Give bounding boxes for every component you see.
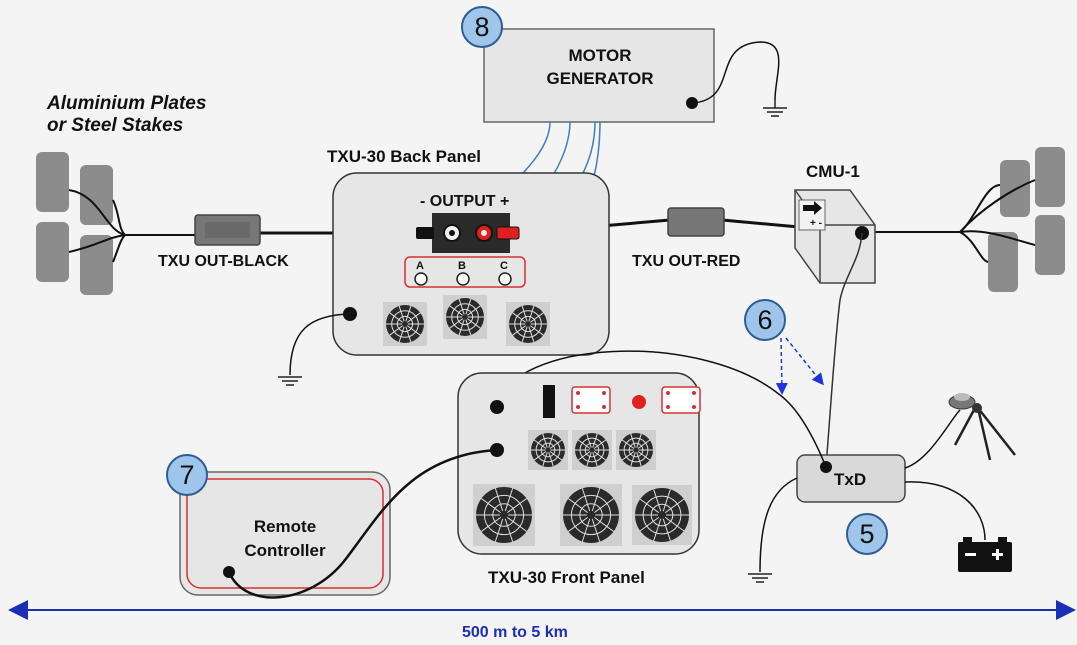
battery-icon: [958, 537, 1012, 572]
front-panel-display-right: [661, 386, 701, 414]
phase-input-frame: [404, 256, 526, 288]
motor-generator-box: [483, 28, 715, 123]
phase-c-socket: [498, 272, 512, 286]
txd-battery-wire: [904, 481, 986, 541]
phase-c-label: C: [500, 260, 508, 272]
badge-7: 7: [166, 454, 208, 496]
left-electrode-plates: [36, 152, 113, 295]
back-panel-ground-wire: [289, 313, 351, 376]
txu-out-black-connector: [194, 214, 261, 246]
front-panel-indicator-led: [632, 395, 646, 409]
phase-a-socket: [414, 272, 428, 286]
txu-out-black-label: TXU OUT-BLACK: [158, 253, 289, 270]
fan-icon: [560, 484, 622, 546]
gps-antenna-icon: [948, 393, 1016, 461]
front-panel-display-left: [571, 386, 611, 414]
fan-icon: [528, 430, 568, 470]
black-plug: [416, 227, 434, 239]
phase-a-label: A: [416, 260, 424, 272]
front-panel-fans: [473, 430, 692, 546]
back-panel-fans: [383, 295, 550, 346]
remote-cable: [227, 448, 498, 599]
txd-ground-wire: [759, 477, 798, 573]
cmu-to-txd-wire: [825, 232, 863, 468]
front-panel-switch: [543, 385, 555, 418]
txu-out-red-label: TXU OUT-RED: [632, 253, 741, 270]
ground-icon: [763, 100, 787, 117]
fan-icon: [632, 485, 692, 545]
fan-icon: [616, 430, 656, 470]
svg-text:+ -: + -: [810, 218, 822, 229]
output-label: - OUTPUT +: [420, 193, 510, 210]
remote-controller-box: [179, 471, 391, 596]
badge-8: 8: [461, 6, 503, 48]
right-electrode-plates: [988, 147, 1065, 292]
cmu-label: CMU-1: [806, 162, 860, 181]
right-plate-wires: [875, 179, 1036, 263]
ground-icon: [748, 573, 772, 583]
phase-b-label: B: [458, 260, 466, 272]
phase-b-socket: [456, 272, 470, 286]
fan-icon: [473, 484, 535, 546]
direction-arrow-icon: + -: [803, 201, 822, 229]
txd-gps-wire: [904, 409, 961, 469]
txd-label: TxD: [834, 470, 867, 489]
fan-icon: [506, 302, 550, 346]
ground-icon: [278, 376, 302, 386]
distance-label: 500 m to 5 km: [462, 624, 568, 641]
plates-label: Aluminium Plates or Steel Stakes: [47, 93, 207, 136]
txu-out-red-connector: [667, 207, 725, 237]
front-to-txd-wire: [496, 350, 827, 468]
remote-controller-inner-frame: [186, 478, 384, 589]
badge-6: 6: [744, 299, 786, 341]
back-panel-title: TXU-30 Back Panel: [327, 147, 482, 166]
badge-6-pointer-arrows: [775, 337, 824, 395]
remote-controller-label: Remote Controller: [244, 517, 326, 560]
left-plate-wires: [68, 189, 195, 263]
front-panel-title: TXU-30 Front Panel: [488, 568, 645, 587]
fan-icon: [383, 302, 427, 346]
fan-icon: [572, 430, 612, 470]
front-panel-terminal-top: [490, 400, 504, 414]
generator-ground-wire: [691, 41, 780, 104]
fan-icon: [443, 295, 487, 339]
badge-5: 5: [846, 513, 888, 555]
motor-generator-label: MOTOR GENERATOR: [546, 46, 654, 88]
red-plug: [496, 226, 520, 240]
